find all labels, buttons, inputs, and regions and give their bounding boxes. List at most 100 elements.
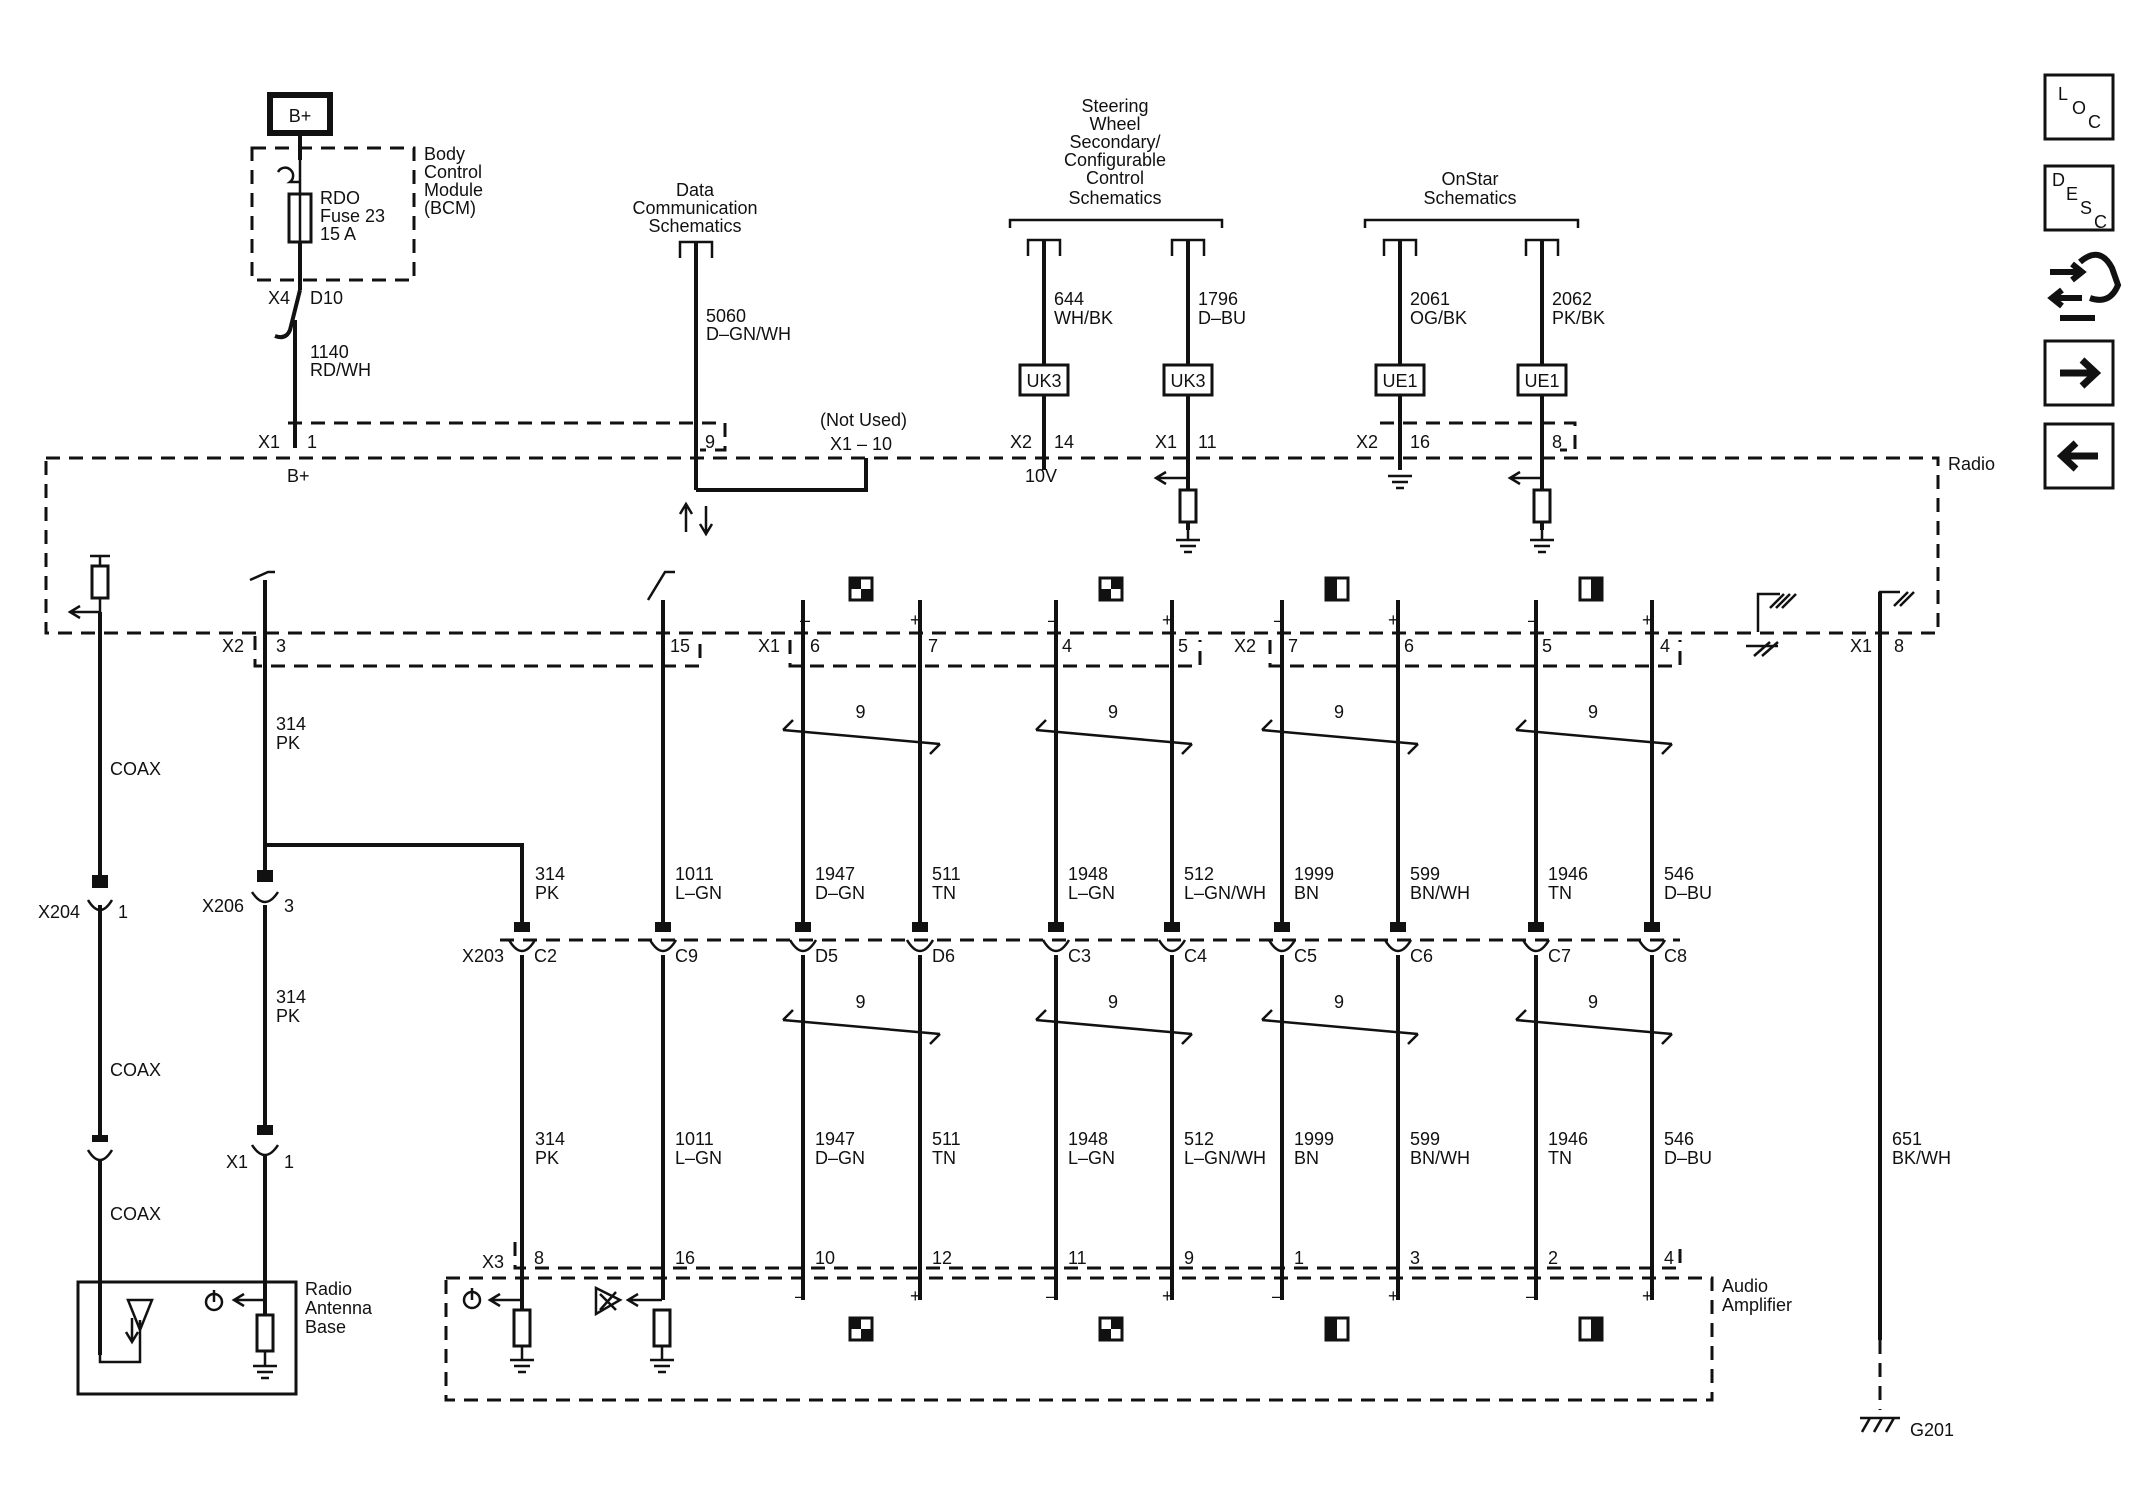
radio-x1-bottom3-label: X1 [1850,636,1872,656]
radio-x2-bottom-label: X2 [222,636,244,656]
x203-plug-9 [1644,922,1660,932]
onstar-line2: Schematics [1423,188,1516,208]
x204-name: X204 [38,902,80,922]
radio-pin-7b: 7 [1288,636,1298,656]
bus-w1946-color-2: TN [1548,1148,1572,1168]
amp-pol-p2: + [1162,1286,1173,1306]
x203-plug-5 [1164,922,1180,932]
fuse-line2: Fuse 23 [320,206,385,226]
coax-inline-connector [86,1135,114,1162]
steering-line3: Secondary/ [1069,132,1160,152]
twist-label-0-0: 9 [856,702,866,722]
bcm-name-line3: Module [424,180,483,200]
next-button[interactable] [2043,339,2115,407]
antenna-line3: Base [305,1317,346,1337]
x203-socket-4 [1041,939,1071,953]
wire-2062-num: 2062 [1552,289,1592,309]
bus-w512-num-2: 512 [1184,1129,1214,1149]
amp-pin-3: 12 [932,1248,952,1268]
pol-m3: – [1274,610,1284,630]
location-button[interactable]: L O C [2043,73,2115,141]
x203-plug-8 [1528,922,1544,932]
bus-w546-num-1: 546 [1664,864,1694,884]
bus-w1999-num-2: 1999 [1294,1129,1334,1149]
desc-e: E [2066,184,2078,204]
amp-line1: Audio [1722,1276,1768,1296]
radio-pin-3: 3 [276,636,286,656]
x203-pin-3: D6 [932,946,955,966]
twist-label-3-0: 9 [1588,702,1598,722]
chassis-ground-symbols [1746,590,1915,657]
radio-label: Radio [1948,454,1995,474]
bus-w511-num-2: 511 [932,1129,961,1149]
connector-x206: X206 3 [202,870,294,916]
amp-pol-p3: + [1388,1286,1399,1306]
onstar-line1: OnStar [1441,169,1498,189]
twisted-pair-1-0 [1035,719,1193,755]
steering-line6: Schematics [1068,188,1161,208]
wire-644-color: WH/BK [1054,308,1113,328]
amp-pol-p4: + [1642,1286,1653,1306]
twisted-pair-2-1 [1261,1009,1419,1045]
steering-line2: Wheel [1089,114,1140,134]
not-used-pin: X1 – 10 [830,434,892,454]
antenna-line2: Antenna [305,1298,373,1318]
bus-w1999-num-1: 1999 [1294,864,1334,884]
twisted-pair-2-0 [1261,719,1419,755]
wire-314: 314 PK 314 PK 314 PK 314 PK [263,580,565,1320]
amp-pin-4: 11 [1068,1248,1087,1268]
bus-w1999-color-1: BN [1294,883,1319,903]
pullup-resistor-2062 [1507,470,1554,554]
bus-w512-color-2: L–GN/WH [1184,1148,1266,1168]
loc-l: L [2058,84,2068,104]
x203-pin-7: C6 [1410,946,1433,966]
radio-pin-7: 7 [928,636,938,656]
coax-wire: COAX COAX COAX [98,612,161,1355]
wire-2061-num: 2061 [1410,289,1450,309]
x203-socket-0 [507,939,537,953]
antenna-line1: Radio [305,1279,352,1299]
amp-pin-0: 8 [534,1248,544,1268]
description-button[interactable]: D E S C [2043,164,2115,232]
bus-w1948-color-2: L–GN [1068,1148,1115,1168]
x203-socket-9 [1637,939,1667,953]
wire-1796-num: 1796 [1198,289,1238,309]
radio-x2-onstar-label: X2 [1356,432,1378,452]
x203-plug-0 [514,922,530,932]
fuse-line3: 15 A [320,224,356,244]
bus-w1946-num-2: 1946 [1548,1129,1588,1149]
desc-c: C [2094,212,2107,232]
radio-antenna-base: Radio Antenna Base [76,1279,373,1396]
radio-pin-5: 5 [1178,636,1188,656]
battery-power-source: B+ [267,92,333,136]
twist-label-2-0: 9 [1334,702,1344,722]
radio-pin-4b: 4 [1660,636,1670,656]
bus-w599-color-1: BN/WH [1410,883,1470,903]
x203-socket-8 [1521,939,1551,953]
amp-pin-6: 1 [1294,1248,1304,1268]
w314-color-1: PK [276,733,300,753]
radio-pin-8-top: 8 [1552,432,1562,452]
x203-pin-2: D5 [815,946,838,966]
bcm-pin-label: D10 [310,288,343,308]
amp-pin-8: 2 [1548,1248,1558,1268]
pol-m4: – [1528,610,1538,630]
antenna-output-symbol [67,554,110,620]
w314-num-4: 314 [535,1129,565,1149]
w314-color-2: PK [535,883,559,903]
twist-label-0-1: 9 [856,992,866,1012]
radio-x1-label: X1 [258,432,280,452]
radio-bplus-label: B+ [287,466,310,486]
bus-w1946-num-1: 1946 [1548,864,1588,884]
previous-button[interactable] [2043,422,2115,490]
not-used-label: (Not Used) [820,410,907,430]
bus-w512-num-1: 512 [1184,864,1214,884]
bus-w1011-num-2: 1011 [675,1129,714,1149]
x203-socket-2 [788,939,818,953]
bus-w1948-num-1: 1948 [1068,864,1108,884]
radio-pin-5b: 5 [1542,636,1552,656]
twisted-pair-3-1 [1515,1009,1673,1045]
schematic-connector-icon[interactable] [2047,251,2122,321]
bus-w1948-num-2: 1948 [1068,1129,1108,1149]
